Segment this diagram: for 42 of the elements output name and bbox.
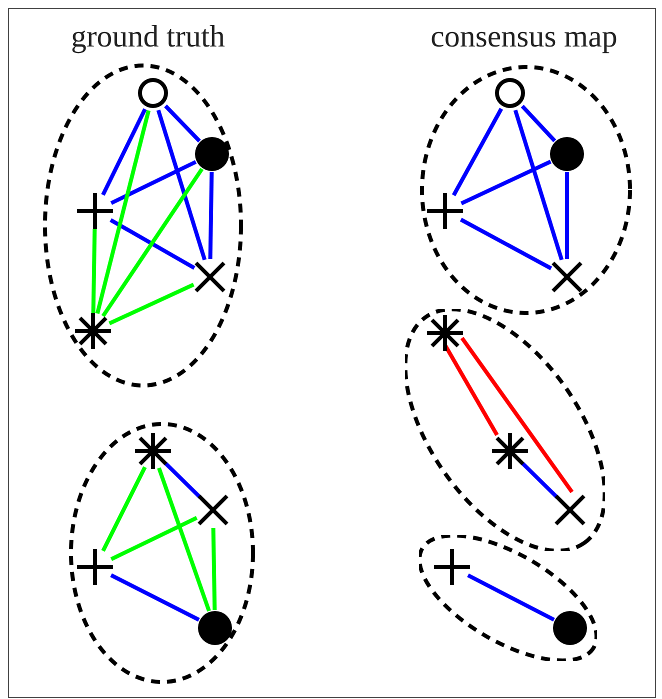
edge-line [95,110,151,314]
panel-title: consensus map [430,20,618,52]
edge-line [101,168,204,318]
edge-line [460,336,574,494]
edge-line [460,160,552,206]
edge-line [164,104,201,142]
filled-dot-marker [195,608,235,648]
edge-line [110,218,196,270]
edge-line [513,110,564,260]
asterisk-marker [490,431,530,471]
edge-line [521,462,559,499]
edge-line [565,172,569,259]
asterisk-marker [133,431,173,471]
filled-dot-marker [550,608,590,648]
edge-line [110,573,200,622]
edge-line [520,104,556,142]
dashed-ellipse [420,65,632,315]
edge-line [164,462,202,499]
edge-line [91,228,97,314]
edge-line [452,108,504,196]
plus-marker [425,191,465,231]
asterisk-marker [73,311,113,351]
filled-dot-marker [547,134,587,174]
edge-line [110,160,197,205]
edge-line [156,110,207,260]
dashed-ellipse [69,422,255,684]
panel-title: ground truth [70,20,226,52]
edge-line [460,218,552,270]
dashed-ellipse [43,63,243,388]
asterisk-marker [425,313,465,353]
edge-line [108,282,194,326]
filled-dot-marker [192,134,232,174]
edge-line [467,573,555,622]
edge-line [157,467,211,612]
plus-marker [75,547,115,587]
edge-line [208,172,214,260]
edge-line [211,528,217,610]
edge-line [110,516,198,561]
plus-marker [75,191,115,231]
plus-marker [432,547,472,587]
edge-line [101,108,147,196]
edge-line [101,466,147,552]
